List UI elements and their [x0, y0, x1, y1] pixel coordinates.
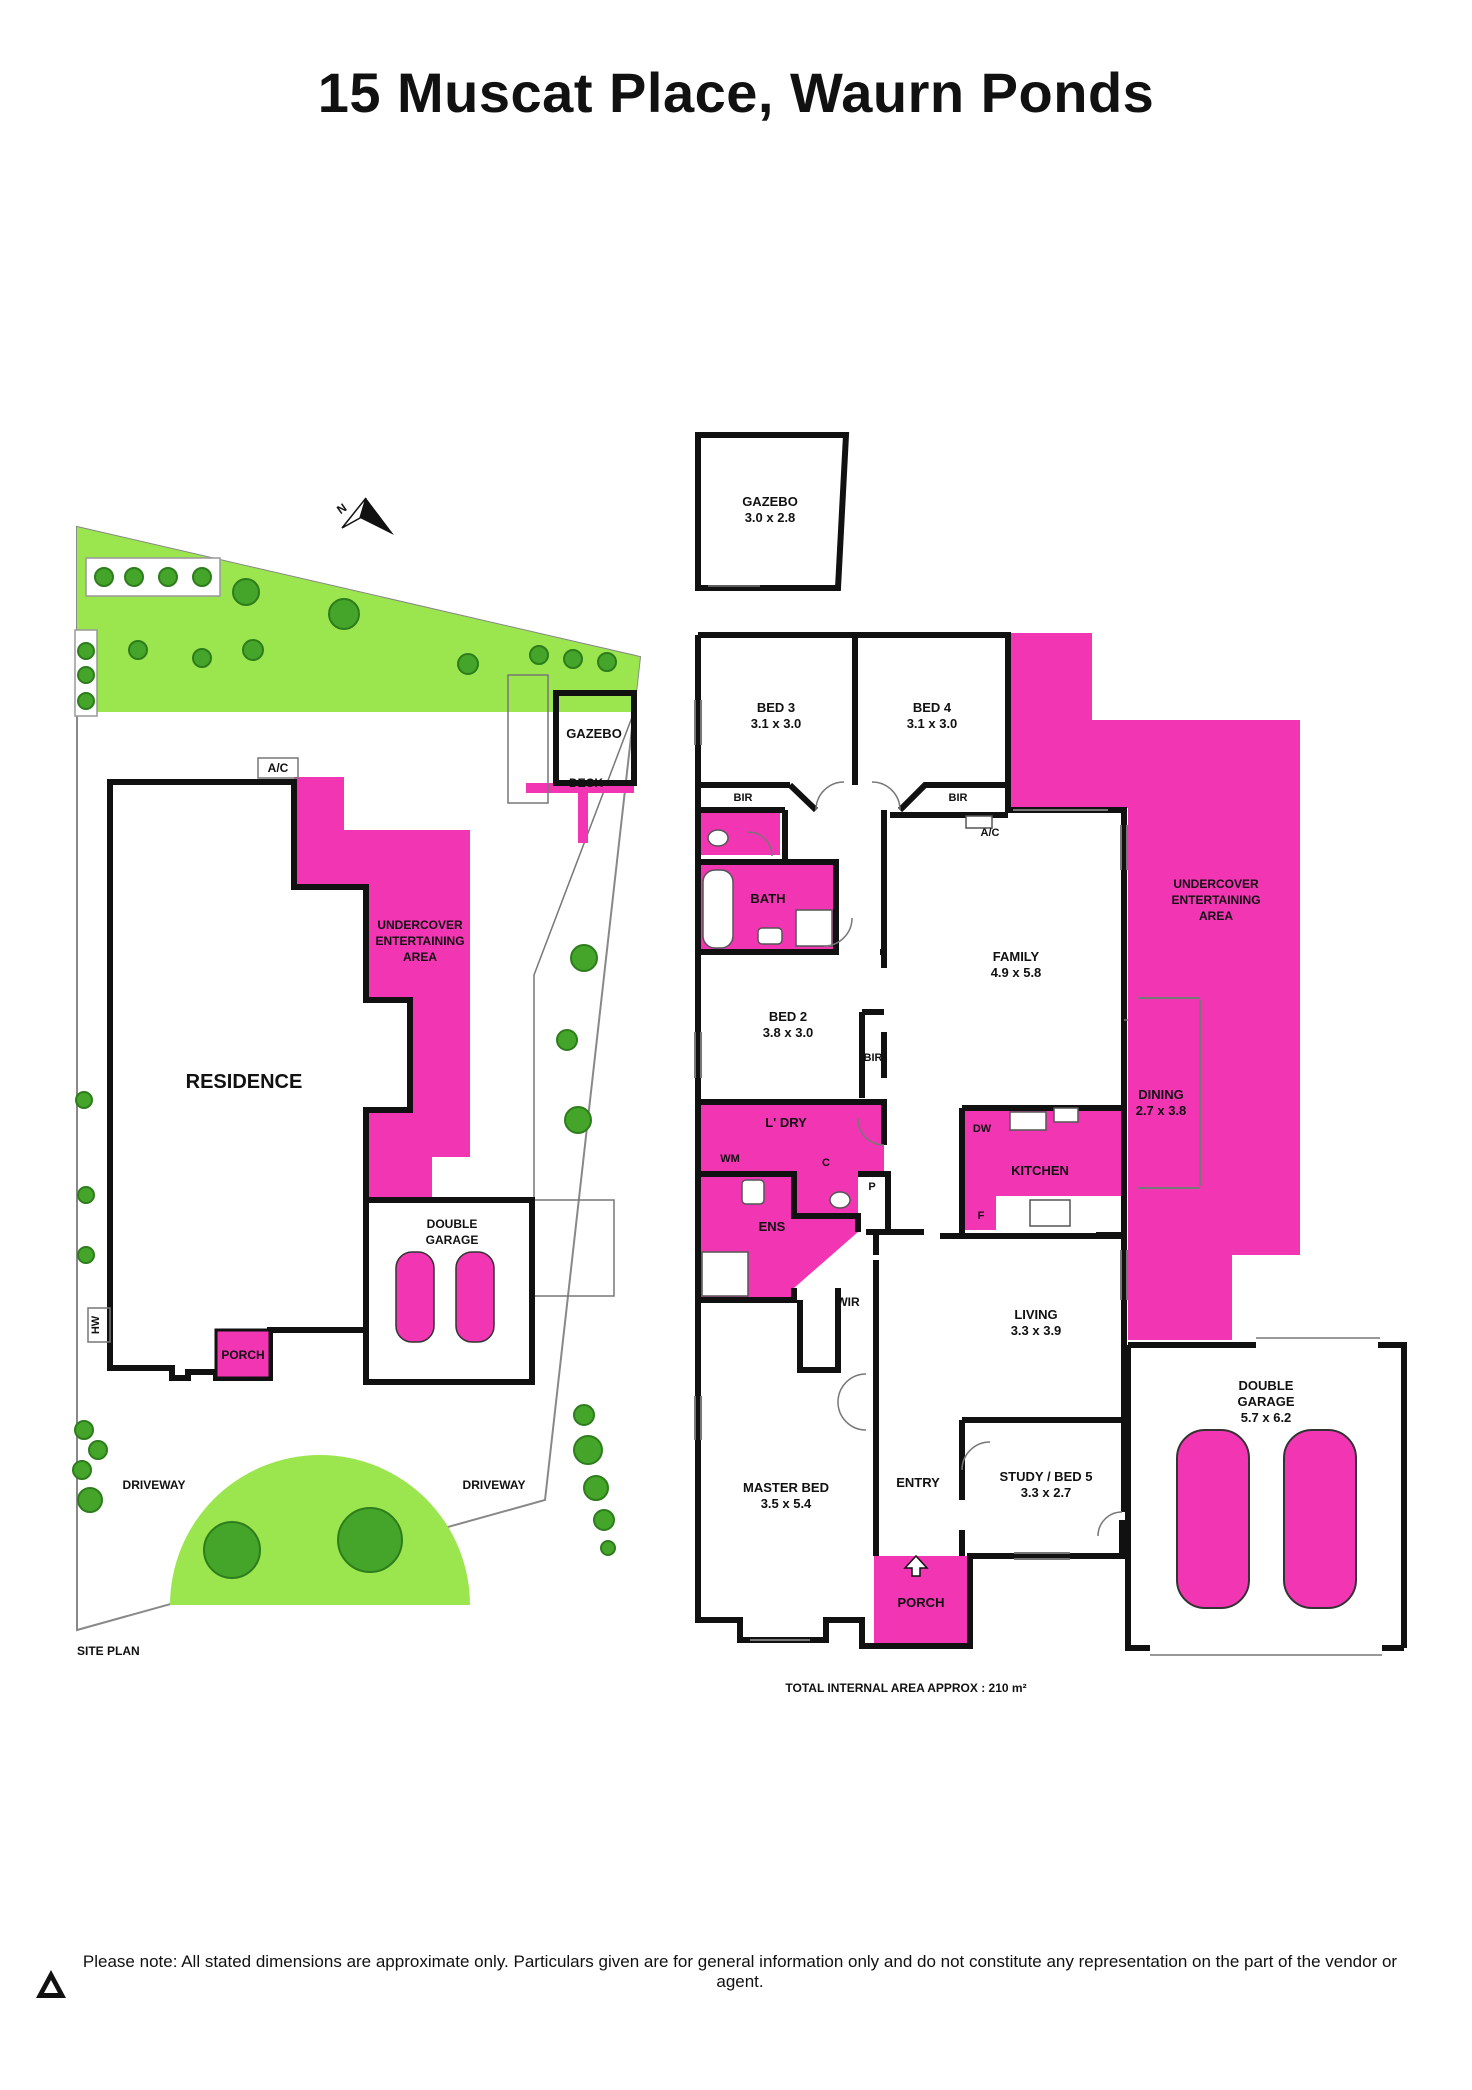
dining-label: DINING [1138, 1087, 1184, 1102]
site-porch [216, 1330, 270, 1378]
dishwasher-label: DW [973, 1123, 992, 1135]
undercover-label-1: UNDERCOVER [1173, 877, 1259, 891]
porch-zone [874, 1556, 968, 1646]
site-gazebo [553, 690, 637, 786]
site-garage-label-2: GARAGE [426, 1233, 479, 1247]
site-plan-label: SITE PLAN [77, 1644, 140, 1658]
toilet-icon [707, 829, 729, 847]
laundry-label: L' DRY [765, 1115, 807, 1130]
master-label: MASTER BED [743, 1480, 829, 1495]
bathtub-icon [702, 869, 734, 949]
north-arrow-icon [341, 497, 394, 535]
gazebo-size: 3.0 x 2.8 [745, 510, 796, 525]
cooktop-icon [1029, 1199, 1071, 1227]
bath-label: BATH [750, 891, 785, 906]
bed4-bir-label: BIR [949, 792, 968, 804]
undercover-label-2: ENTERTAINING [1171, 893, 1260, 907]
bed2-label: BED 2 [769, 1009, 807, 1024]
site-undercover-label-1: UNDERCOVER [377, 918, 463, 932]
ac-label: A/C [981, 827, 1000, 839]
site-garage-label-1: DOUBLE [427, 1217, 478, 1231]
site-ac-label: A/C [268, 761, 289, 775]
fridge-label: F [978, 1210, 985, 1222]
total-area-label: TOTAL INTERNAL AREA APPROX : 210 m² [785, 1681, 1026, 1695]
undercover-entertaining-area [1008, 633, 1300, 1340]
shower-icon [795, 909, 833, 947]
dining-size: 2.7 x 3.8 [1136, 1103, 1187, 1118]
garage-car-icons [1176, 1429, 1357, 1609]
site-undercover-area [294, 777, 470, 1200]
ens-label: ENS [759, 1219, 786, 1234]
garage-outline [1125, 1342, 1407, 1651]
bed3-bir-label: BIR [734, 792, 753, 804]
living-label: LIVING [1014, 1307, 1057, 1322]
gazebo-label: GAZEBO [742, 494, 798, 509]
site-plan [72, 497, 642, 1632]
wm-label: WM [720, 1153, 740, 1165]
site-car-icons [395, 1251, 495, 1343]
study-size: 3.3 x 2.7 [1021, 1485, 1072, 1500]
wir-label: WIR [836, 1295, 860, 1309]
site-undercover-label-2: ENTERTAINING [375, 934, 464, 948]
basin-icon [757, 927, 783, 945]
bed3-size: 3.1 x 3.0 [751, 716, 802, 731]
entry-arrow-icon [903, 1554, 929, 1577]
site-porch-label: PORCH [221, 1348, 264, 1362]
undercover-label-3: AREA [1199, 909, 1233, 923]
garage-label-2: GARAGE [1237, 1394, 1294, 1409]
site-hw-label: HW [90, 1315, 102, 1334]
site-trees [72, 567, 617, 1579]
entry-label: ENTRY [896, 1475, 940, 1490]
door-swings [708, 585, 1123, 1537]
kitchen-label: KITCHEN [1011, 1163, 1069, 1178]
garage-label-1: DOUBLE [1239, 1378, 1294, 1393]
family-label: FAMILY [993, 949, 1040, 964]
study-label: STUDY / BED 5 [1000, 1469, 1093, 1484]
laundry-zone [698, 1102, 884, 1174]
site-deck-label: DECK [569, 776, 603, 790]
floor-plan [694, 432, 1407, 1656]
gazebo-outline [695, 432, 850, 591]
site-undercover-label-3: AREA [403, 950, 437, 964]
family-size: 4.9 x 5.8 [991, 965, 1042, 980]
garage-size: 5.7 x 6.2 [1241, 1410, 1292, 1425]
bed4-label: BED 4 [913, 700, 952, 715]
north-label: N [334, 501, 349, 517]
bed2-size: 3.8 x 3.0 [763, 1025, 814, 1040]
site-driveway-right-label: DRIVEWAY [463, 1478, 526, 1492]
disclaimer-text: Please note: All stated dimensions are a… [82, 1952, 1398, 1991]
bed2-bir-label: BIR [864, 1052, 883, 1064]
ens-basin-icon [741, 1179, 765, 1205]
site-driveway-left-label: DRIVEWAY [123, 1478, 186, 1492]
pantry-label: P [868, 1181, 875, 1193]
kitchen-sink-icon [1009, 1111, 1047, 1131]
windows [694, 700, 1201, 1641]
bed4-size: 3.1 x 3.0 [907, 716, 958, 731]
ens-toilet-icon [829, 1191, 851, 1209]
porch-label: PORCH [898, 1595, 945, 1610]
site-garage [363, 1197, 535, 1385]
living-size: 3.3 x 3.9 [1011, 1323, 1062, 1338]
company-logo-icon [36, 1970, 66, 1998]
bed3-label: BED 3 [757, 700, 795, 715]
cupboard-label: C [822, 1157, 830, 1169]
ens-shower-icon [701, 1251, 749, 1297]
site-residence-label: RESIDENCE [186, 1071, 303, 1093]
master-size: 3.5 x 5.4 [761, 1496, 812, 1511]
site-gazebo-label: GAZEBO [566, 726, 622, 741]
page-title: 15 Muscat Place, Waurn Ponds [317, 61, 1155, 124]
